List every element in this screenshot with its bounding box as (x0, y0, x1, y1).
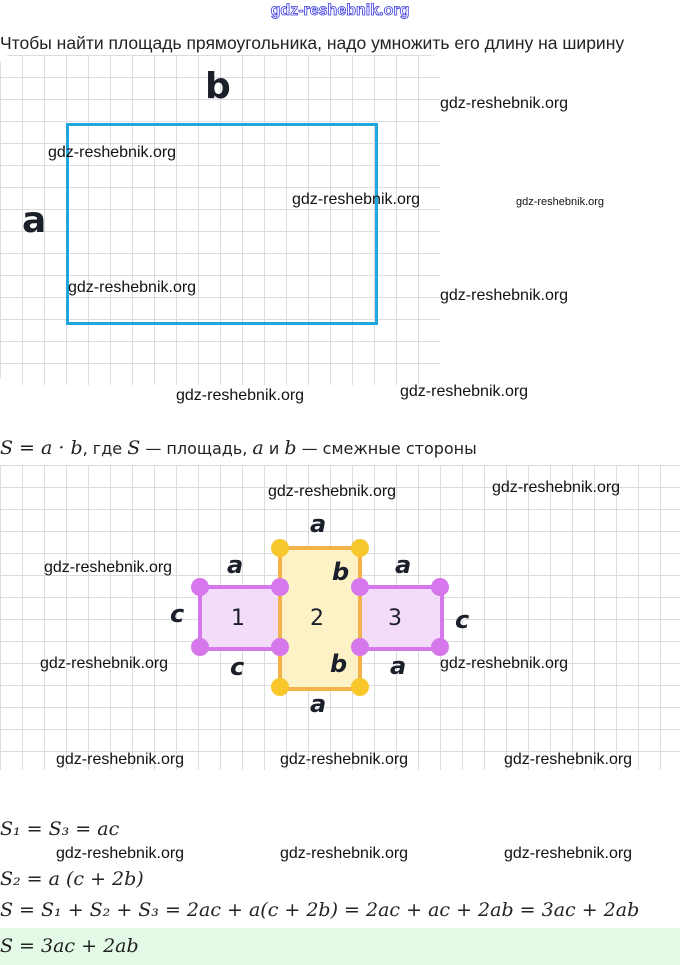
label-c: c (230, 653, 245, 681)
side-label-a: a (22, 200, 47, 241)
vertex (191, 638, 209, 656)
formula-answer: S = 3ac + 2ab (0, 935, 139, 957)
vertex (271, 578, 289, 596)
label-a: a (310, 510, 327, 538)
label-a: a (310, 690, 327, 718)
vertex (351, 638, 369, 656)
vertex (351, 678, 369, 696)
label-c: c (455, 606, 470, 634)
watermark: gdz-reshebnik.org (504, 845, 633, 862)
watermark: gdz-reshebnik.org (492, 479, 621, 496)
label-b: b (332, 558, 350, 586)
rectangle-figure (0, 55, 440, 385)
region-label-1: 1 (231, 606, 245, 631)
watermark: gdz-reshebnik.org (440, 95, 569, 112)
watermark: gdz-reshebnik.org (56, 751, 185, 768)
region-label-3: 3 (388, 606, 402, 631)
watermark: gdz-reshebnik.org (268, 483, 397, 500)
watermark: gdz-reshebnik.org (176, 387, 305, 404)
watermark: gdz-reshebnik.org (400, 383, 529, 400)
watermark: gdz-reshebnik.org (56, 845, 185, 862)
rectangle (66, 123, 378, 325)
label-a: a (390, 652, 407, 680)
label-a: a (227, 551, 244, 579)
watermark: gdz-reshebnik.org (44, 559, 173, 576)
vertex (431, 578, 449, 596)
region-2 (278, 546, 362, 691)
region-1 (198, 585, 284, 651)
vertex (351, 578, 369, 596)
label-b: b (330, 650, 348, 678)
watermark: gdz-reshebnik.org (280, 751, 409, 768)
formula-s1-s3: S₁ = S₃ = ac (0, 818, 120, 840)
region-label-2: 2 (310, 606, 324, 631)
side-label-b: b (205, 66, 231, 107)
watermark: gdz-reshebnik.org (48, 144, 177, 161)
vertex (271, 539, 289, 557)
watermark: gdz-reshebnik.org (292, 191, 421, 208)
answer-box (0, 928, 680, 965)
intro-text: Чтобы найти площадь прямоугольника, надо… (0, 33, 625, 53)
watermark: gdz-reshebnik.org (280, 845, 409, 862)
vertex (271, 638, 289, 656)
watermark: gdz-reshebnik.org (68, 279, 197, 296)
vertex (191, 578, 209, 596)
area-formula: S = a · b, где S — площадь, a и b — смеж… (0, 437, 477, 459)
vertex (431, 638, 449, 656)
watermark: gdz-reshebnik.org (516, 196, 605, 208)
label-c: c (170, 600, 185, 628)
formula-s2: S₂ = a (c + 2b) (0, 868, 144, 890)
watermark: gdz-reshebnik.org (40, 655, 169, 672)
site-header[interactable]: gdz-reshebnik.org (270, 2, 410, 20)
vertex (271, 678, 289, 696)
formula-total: S = S₁ + S₂ + S₃ = 2ac + a(c + 2b) = 2ac… (0, 899, 640, 921)
label-a: a (395, 551, 412, 579)
watermark: gdz-reshebnik.org (440, 287, 569, 304)
watermark: gdz-reshebnik.org (440, 655, 569, 672)
vertex (351, 539, 369, 557)
watermark: gdz-reshebnik.org (504, 751, 633, 768)
